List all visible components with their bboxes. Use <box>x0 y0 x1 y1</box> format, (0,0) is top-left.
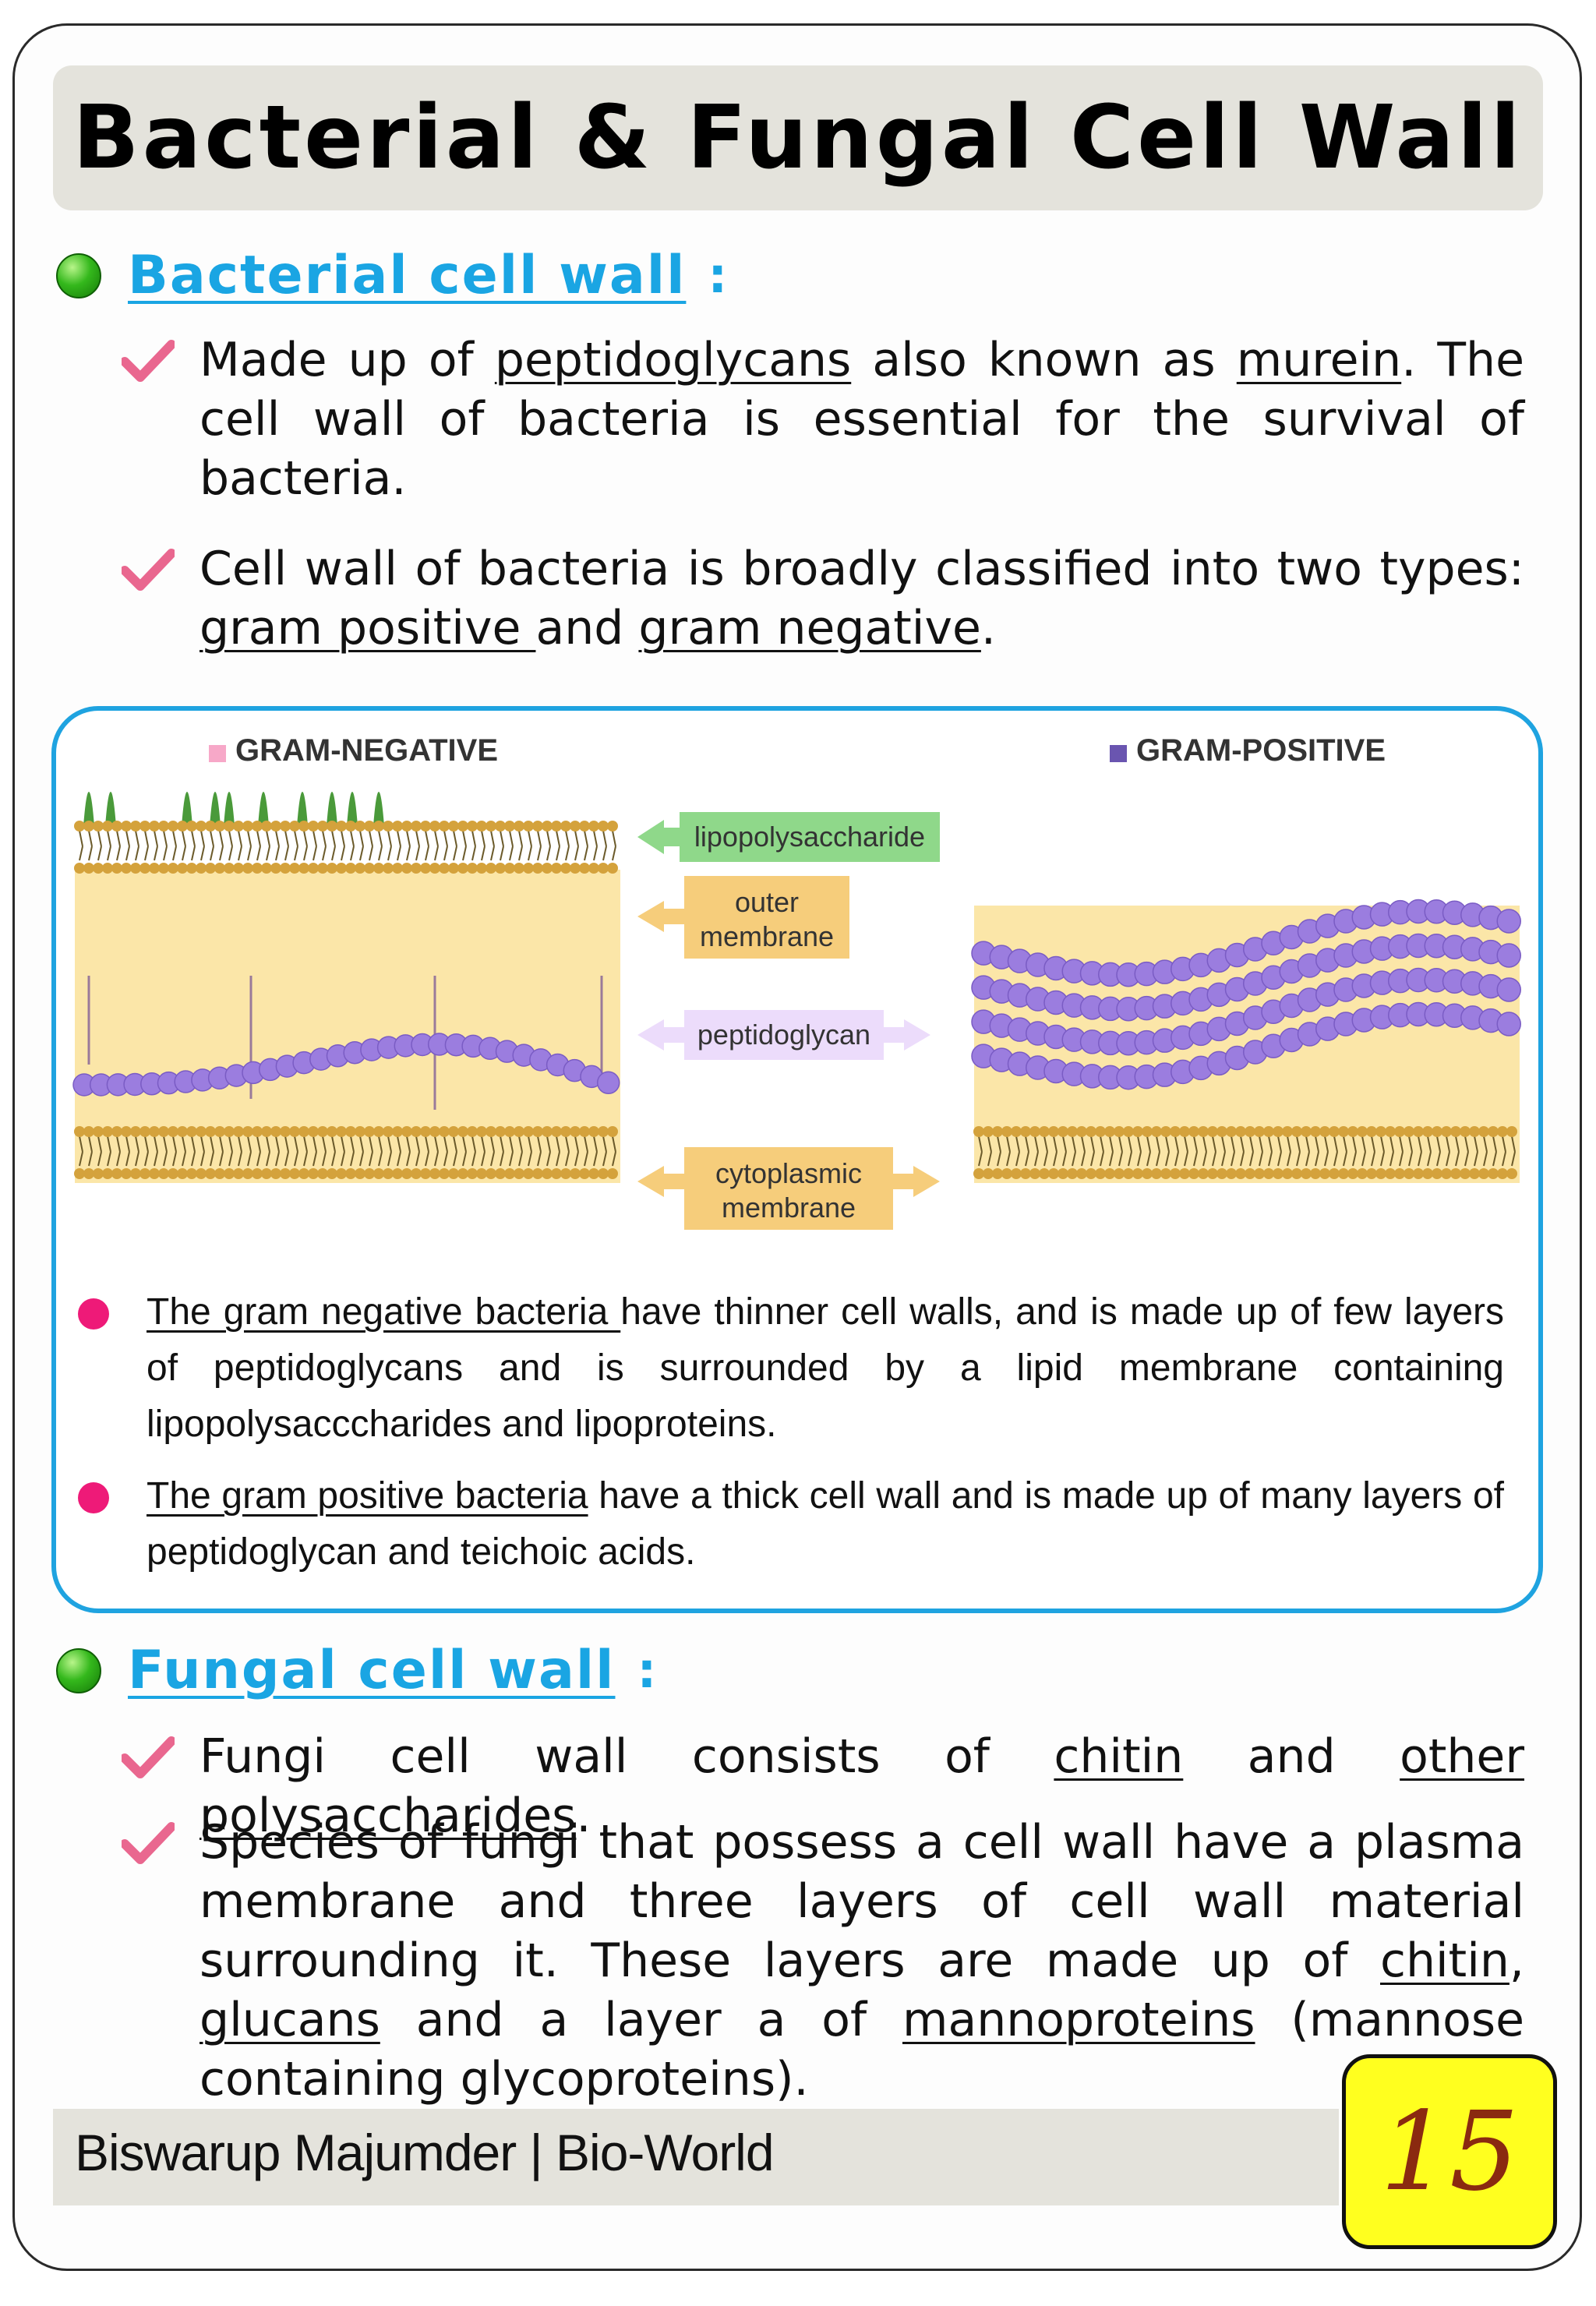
gram-negative-panel <box>72 792 620 1183</box>
green-bullet-icon <box>56 1647 101 1693</box>
gram-positive-note-text: The gram positive bacteria have a thick … <box>147 1475 1504 1573</box>
svg-text:peptidoglycan: peptidoglycan <box>697 1019 870 1051</box>
check-mark-icon <box>122 1822 175 1864</box>
pink-bullet-icon <box>78 1482 109 1513</box>
gram-positive-panel <box>971 899 1521 1183</box>
peptidoglycan-thin-layer <box>72 1033 620 1096</box>
svg-text:membrane: membrane <box>700 920 834 952</box>
chitin-term: chitin <box>1380 1933 1509 1988</box>
cytoplasmic-membrane-label: cytoplasmic membrane <box>637 1147 940 1230</box>
gram-negative-legend-swatch <box>209 745 226 762</box>
svg-text:lipopolysaccharide: lipopolysaccharide <box>694 821 925 853</box>
peptidoglycans-term: peptidoglycans <box>494 333 852 387</box>
gram-negative-note: The gram negative bacteria have thinner … <box>78 1284 1504 1453</box>
peptidoglycan-thick-layer <box>971 899 1521 1090</box>
fungal-item-1: Fungi cell wall consists of chitin and o… <box>122 1727 1524 1845</box>
gram-positive-term: gram positive <box>200 601 536 655</box>
bacterial-section-heading: Bacterial cell wall : <box>56 245 727 306</box>
svg-text:cytoplasmic: cytoplasmic <box>715 1157 862 1189</box>
fungal-item-1-text: Fungi cell wall consists of chitin and o… <box>200 1729 1524 1843</box>
cell-wall-diagram: GRAM-NEGATIVE GRAM-POSITIVE lipopolysacc… <box>72 733 1521 1230</box>
outer-membrane-bilayer <box>74 821 618 874</box>
gram-positive-legend-swatch <box>1110 745 1127 762</box>
title-bar: Bacterial & Fungal Cell Wall <box>53 65 1543 210</box>
check-mark-icon <box>122 1736 175 1778</box>
svg-text:membrane: membrane <box>722 1192 856 1224</box>
fungal-heading-text: Fungal cell wall <box>128 1640 616 1701</box>
glucans-term: glucans <box>200 1993 380 2047</box>
bacterial-heading-text: Bacterial cell wall <box>128 245 687 306</box>
page-number-badge: 15 <box>1342 2054 1557 2249</box>
gram-negative-note-text: The gram negative bacteria have thinner … <box>147 1291 1505 1445</box>
footer-author: Biswarup Majumder | Bio-World <box>75 2124 775 2181</box>
check-mark-icon <box>122 549 175 591</box>
cytoplasmic-membrane-bilayer <box>973 1126 1517 1179</box>
green-bullet-icon <box>56 252 101 298</box>
footer-bar <box>53 2109 1339 2205</box>
gram-positive-legend: GRAM-POSITIVE <box>1136 733 1386 768</box>
lipopolysaccharide-group <box>83 792 384 826</box>
fungal-item-2-text: Species of fungi that possess a cell wal… <box>200 1815 1524 2106</box>
cytoplasmic-membrane-bilayer <box>74 1126 618 1179</box>
gram-negative-term: gram negative <box>638 601 981 655</box>
murein-term: murein <box>1236 333 1402 387</box>
gram-negative-bacteria-term: The gram negative bacteria <box>147 1291 621 1333</box>
peptidoglycan-label: peptidoglycan <box>637 1010 930 1060</box>
svg-text:outer: outer <box>735 886 799 918</box>
fungal-section-heading: Fungal cell wall : <box>56 1640 656 1701</box>
bacterial-item-1: Made up of peptidoglycans also known as … <box>122 330 1524 508</box>
gram-positive-note: The gram positive bacteria have a thick … <box>78 1468 1504 1580</box>
mannoproteins-term: mannoproteins <box>902 1993 1255 2047</box>
cell-wall-diagram-box: GRAM-NEGATIVE GRAM-POSITIVE lipopolysacc… <box>51 706 1543 1613</box>
pink-bullet-icon <box>78 1298 109 1330</box>
page-number: 15 <box>1379 2088 1520 2216</box>
heading-colon: : <box>637 1642 657 1699</box>
lps-label: lipopolysaccharide <box>637 812 940 862</box>
chitin-term: chitin <box>1054 1729 1184 1784</box>
fungal-item-2: Species of fungi that possess a cell wal… <box>122 1813 1524 2109</box>
gram-positive-bacteria-term: The gram positive bacteria <box>147 1475 588 1517</box>
outer-membrane-label: outer membrane <box>637 876 849 959</box>
gram-negative-legend: GRAM-NEGATIVE <box>235 733 498 768</box>
bacterial-item-2: Cell wall of bacteria is broadly classif… <box>122 539 1524 658</box>
other-polysaccharides-term: other polysaccharides <box>200 1729 1524 1843</box>
bacterial-item-1-text: Made up of peptidoglycans also known as … <box>200 333 1524 506</box>
check-mark-icon <box>122 340 175 382</box>
bacterial-item-2-text: Cell wall of bacteria is broadly classif… <box>200 542 1524 655</box>
heading-colon: : <box>708 247 728 304</box>
page-title: Bacterial & Fungal Cell Wall <box>72 87 1524 189</box>
